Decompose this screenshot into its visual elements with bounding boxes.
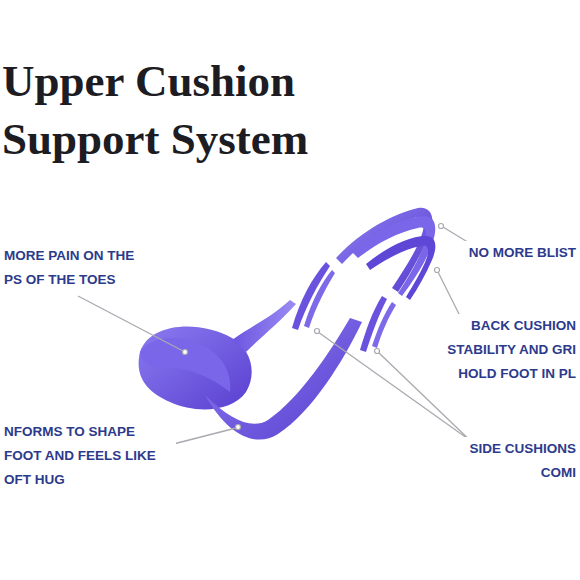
callout-label: NO MORE BLIST: [454, 241, 578, 265]
instep-band: [232, 300, 296, 352]
callout-label: BACK CUSHION STABILITY AND GRI HOLD FOOT…: [416, 314, 578, 386]
back-cushion: [352, 216, 435, 296]
side-cushion: [372, 302, 396, 348]
callout-label: MORE PAIN ON THE PS OF THE TOES: [2, 244, 146, 292]
toe-cushion-fold: [140, 338, 230, 392]
back-cushion: [366, 236, 435, 300]
wrap-band: [205, 318, 362, 440]
callout-label: SIDE CUSHIONS COMI: [449, 437, 578, 485]
callout-label: NFORMS TO SHAPE FOOT AND FEELS LIKE OFT …: [2, 420, 176, 492]
side-cushion: [304, 270, 335, 328]
leader-dots: [183, 224, 444, 430]
diagram-title: Upper Cushion Support System: [2, 52, 332, 168]
